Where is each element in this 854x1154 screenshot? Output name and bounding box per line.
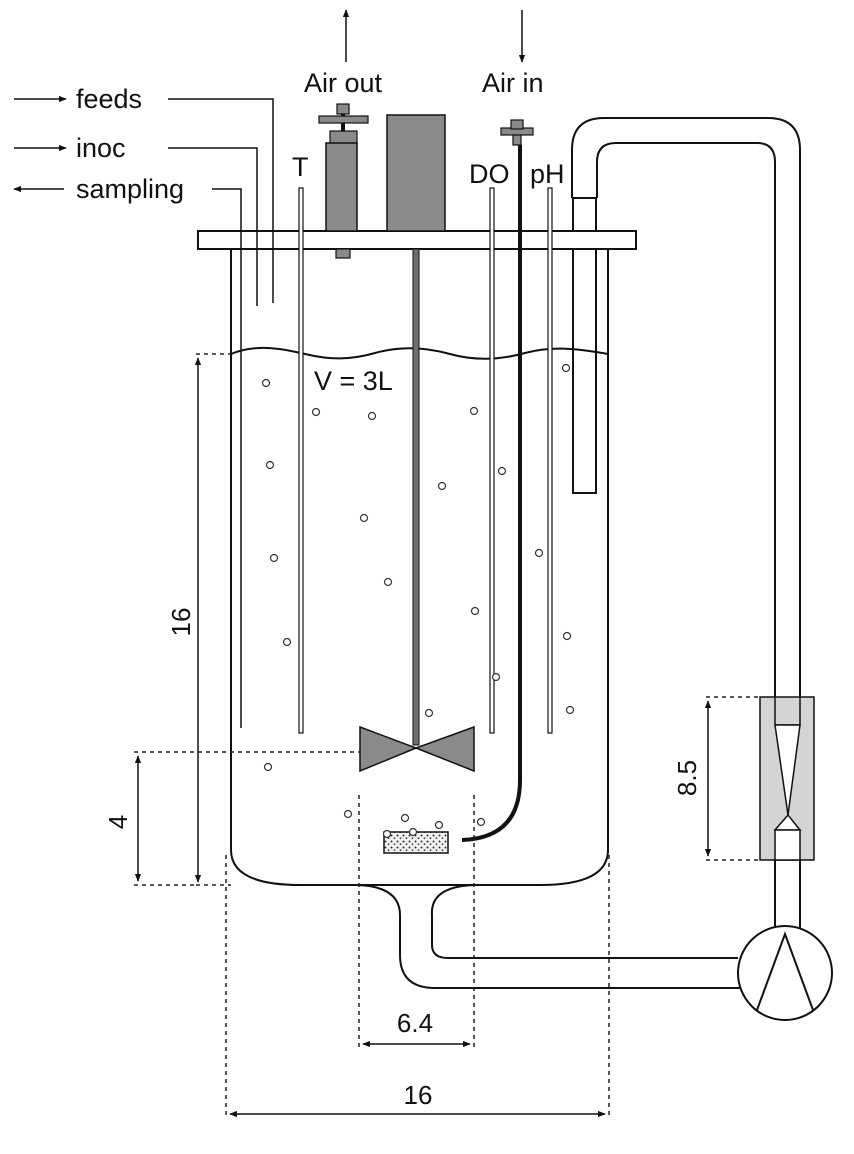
sampling-label: sampling <box>76 174 184 204</box>
port-lines <box>168 98 274 728</box>
recirculation-pump <box>737 925 833 1021</box>
volume-label: V = 3L <box>314 366 393 396</box>
impeller <box>359 725 475 773</box>
probes <box>298 187 553 734</box>
flowmeter-length-label: 8.5 <box>672 760 702 796</box>
sparger <box>383 831 449 854</box>
head-plate <box>197 230 637 250</box>
feeds-label: feeds <box>76 84 142 114</box>
impeller-diameter-label: 6.4 <box>397 1008 433 1038</box>
recirculation-loop <box>355 117 801 989</box>
air-out-valve <box>318 103 369 259</box>
do-probe-label: DO <box>469 159 510 189</box>
ph-probe-label: pH <box>530 159 565 189</box>
flowmeter <box>759 696 815 861</box>
air-in-line <box>461 145 522 842</box>
temperature-probe-label: T <box>292 152 309 182</box>
impeller-clearance-label: 4 <box>103 815 133 829</box>
stirrer-motor <box>386 114 446 232</box>
inoc-label: inoc <box>76 133 126 163</box>
dimension-lines <box>134 353 760 1118</box>
stirrer-shaft <box>412 248 420 746</box>
air-in-label: Air in <box>482 68 544 98</box>
gas-bubbles <box>261 363 575 839</box>
return-dip-tube <box>572 197 597 494</box>
air-in-valve <box>500 119 534 146</box>
liquid-height-label: 16 <box>166 608 196 637</box>
air-out-label: Air out <box>304 68 383 98</box>
vessel-diameter-label: 16 <box>404 1080 433 1110</box>
